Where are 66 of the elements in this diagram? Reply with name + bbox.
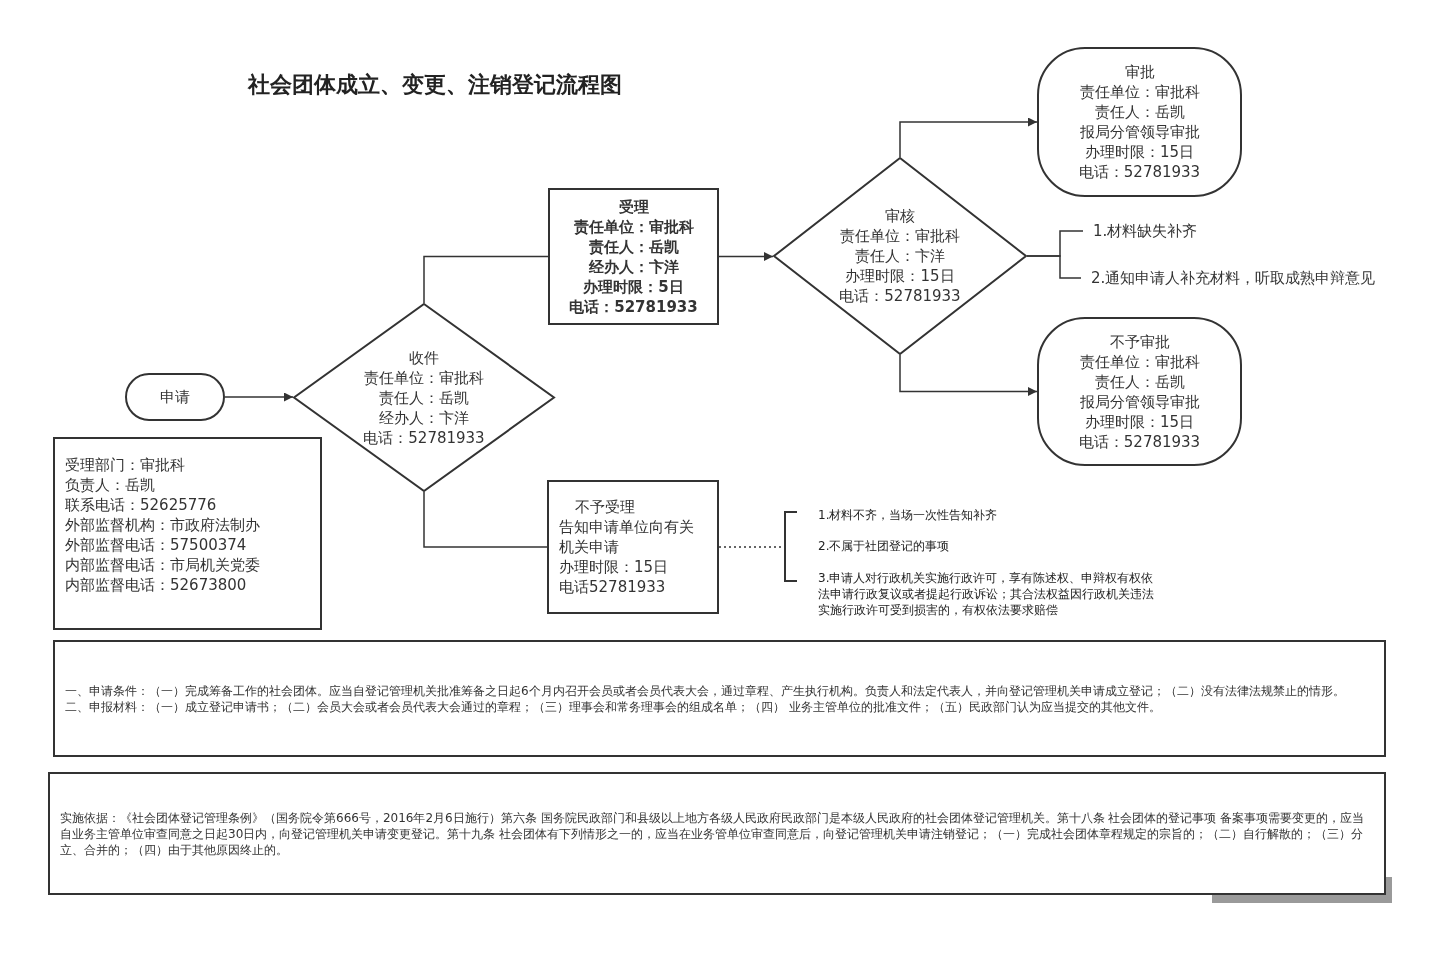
note-text: 1.材料不齐，当场一次性告知补齐 (818, 507, 999, 523)
note-box (53, 640, 1386, 757)
arrow (899, 117, 1038, 158)
node-text: 电话：52781933 (839, 286, 961, 306)
start-terminal (125, 373, 225, 421)
node-text: 办理时限：15日 (1084, 142, 1195, 162)
node-text: 受理部门：审批科 (65, 455, 185, 475)
node-text: 联系电话：52625776 (65, 495, 217, 515)
decision-diamond (293, 303, 555, 492)
node-text: 责任单位：审批科 (1079, 351, 1200, 372)
connector-line (1026, 255, 1082, 279)
node-text: 办理时限：15日 (1084, 411, 1195, 432)
node-text: 办理时限：15日 (845, 266, 955, 286)
note-text: 3.申请人对行政机关实施行政许可，享有陈述权、申辩权有权依法申请行政复议或者提起行政诉讼；其合法权益因行政机关违法实施行政许可受到损害的，有权依法要求赔偿 (818, 570, 1155, 618)
node-text: 责任单位：审批科 (840, 226, 960, 246)
diagram-title: 社会团体成立、变更、注销登记流程图 (246, 71, 623, 99)
decision-diamond (773, 157, 1027, 355)
connector-line (423, 491, 548, 548)
node-text: 责任人：卞洋 (855, 246, 945, 266)
note-text: 2.不属于社团登记的事项 (818, 538, 951, 554)
node-text: 负责人：岳凯 (65, 475, 155, 495)
info-box (53, 437, 322, 630)
result-terminal (1037, 47, 1242, 197)
node-text: 电话：52781933 (569, 296, 698, 317)
arrow (899, 354, 1038, 396)
node-heading: 审批 (1124, 62, 1155, 82)
node-text: 告知申请单位向有关机关申请 (559, 517, 695, 557)
process-box (548, 188, 719, 325)
node-text: 内部监督电话：市局机关党委 (65, 555, 260, 575)
node-text: 电话：52781933 (1078, 162, 1201, 182)
node-heading: 审核 (885, 206, 915, 226)
process-box (547, 480, 719, 614)
result-terminal (1037, 317, 1242, 466)
node-text: 电话52781933 (559, 577, 666, 597)
node-text: 责任单位：审批科 (364, 367, 484, 388)
node-text: 办理时限：15日 (559, 557, 669, 577)
node-text: 责任人：岳凯 (379, 387, 469, 408)
node-text: 1.材料缺失补齐 (1093, 221, 1198, 241)
node-text: 责任人：岳凯 (1094, 371, 1185, 392)
node-text: 外部监督机构：市政府法制办 (65, 515, 260, 535)
node-text: 2.通知申请人补充材料，听取成熟申辩意见 (1091, 268, 1376, 288)
note-box (48, 772, 1386, 895)
note-paragraph: 实施依据：《社会团体登记管理条例》（国务院令第666号，2016年2月6日施行）第六条 国务院民政部门和县级以上地方各级人民政府民政部门是本级人民政府的社会团体登记管理机关。第十八条 社会团体的登记事项 备案事项需要变更的，应当自业务主管单位审查同意之日起30日内，向登记管理机关申请变更登记。第十九条 社会团体有下列情形之一的，应当在业务管单位审查同意后，向登记管理机关申请注销登记；（一）完成社会团体章程规定的宗旨的；（二）自行解散的；（三）分立、合并的；（四）由于其他原因终止的。 (60, 809, 1366, 858)
node-text: 报局分管领导审批 (1079, 391, 1200, 412)
node-heading: 受理 (618, 196, 649, 217)
node-text: 责任单位：审批科 (573, 216, 694, 237)
node-text: 内部监督电话：52673800 (65, 575, 247, 595)
node-text: 报局分管领导审批 (1079, 122, 1200, 142)
node-text: 办理时限：5日 (583, 276, 684, 297)
node-heading: 不予审批 (1109, 331, 1170, 352)
node-text: 电话：52781933 (1078, 431, 1201, 452)
arrow (224, 392, 294, 402)
node-text: 经办人：卞洋 (379, 407, 469, 428)
node-heading: 收件 (409, 347, 439, 368)
node-text: 责任人：岳凯 (1094, 102, 1185, 122)
node-heading: 不予受理 (574, 497, 635, 517)
node-text: 外部监督电话：57500374 (65, 535, 247, 555)
node-text: 责任单位：审批科 (1079, 82, 1200, 102)
note-paragraph: 一、申请条件：（一）完成筹备工作的社会团体。应当自登记管理机关批准筹备之日起6个月内召开会员或者会员代表大会，通过章程、产生执行机构。负责人和法定代表人，并向登记管理机关申请成立登记；（二）没有法律法规禁止的情形。 (65, 682, 1345, 699)
node-text: 电话：52781933 (363, 427, 485, 448)
note-paragraph: 二、申报材料：（一）成立登记申请书；（二）会员大会或者会员代表大会通过的章程；（三）理事会和常务理事会的组成名单；（四） 业务主管单位的批准文件；（五）民政部门认为应当提交的其他文件。 (65, 698, 1161, 715)
connector-line (423, 255, 549, 304)
node-text: 责任人：岳凯 (588, 236, 679, 257)
arrow (718, 252, 774, 261)
node-text: 申请 (160, 387, 190, 407)
node-text: 经办人：卞洋 (588, 256, 679, 277)
